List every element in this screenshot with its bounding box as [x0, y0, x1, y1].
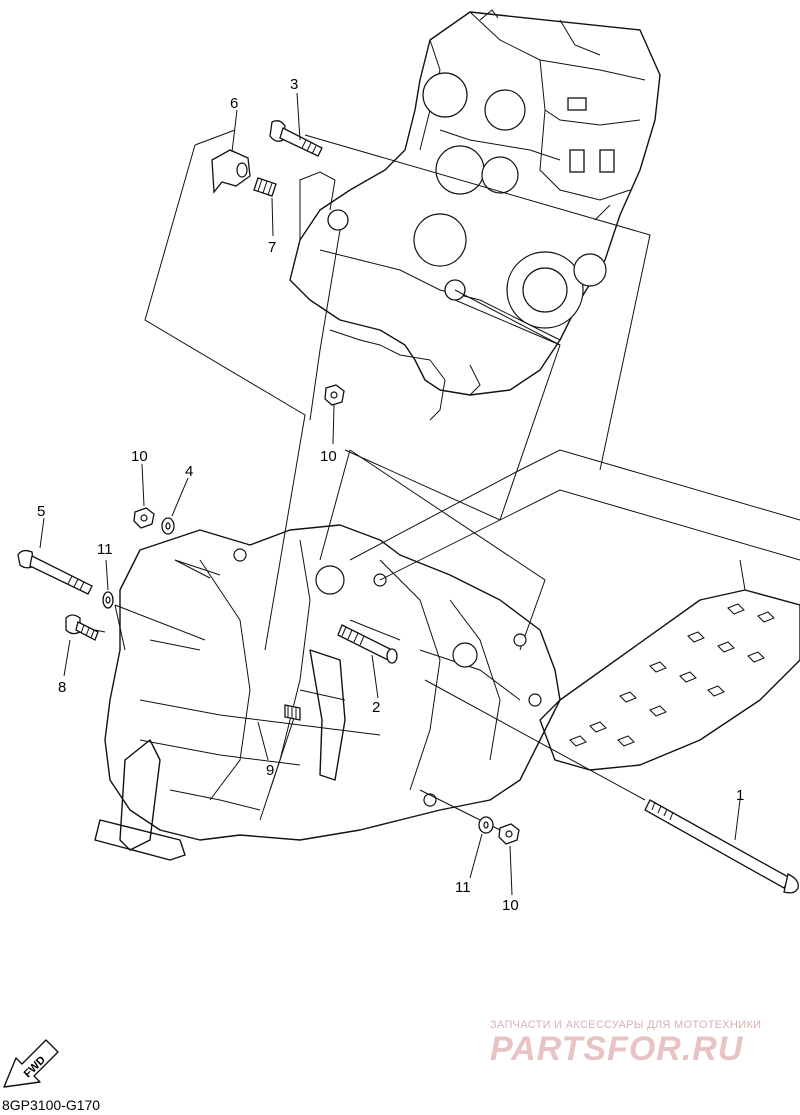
part-3-bolt — [269, 120, 323, 157]
part-4-washer — [161, 517, 175, 535]
part-10-nut-upper — [324, 384, 345, 406]
part-1-long-bolt — [644, 799, 799, 894]
callout-4: 4 — [185, 463, 193, 480]
callout-11-lower: 11 — [455, 879, 471, 896]
callout-3: 3 — [290, 76, 298, 93]
callout-7: 7 — [268, 239, 276, 256]
callout-1: 1 — [736, 787, 744, 804]
part-10-nut-left — [133, 507, 155, 529]
callout-11-left: 11 — [97, 541, 113, 558]
assembly-guide-lines-lower — [94, 559, 646, 831]
engine-assembly — [289, 9, 661, 421]
callout-8: 8 — [58, 679, 66, 696]
part-11-washer-left — [102, 591, 114, 609]
fwd-arrow-icon: FWD — [3, 1039, 59, 1088]
callout-5: 5 — [37, 503, 45, 520]
watermark-logo: PARTSFOR.RU — [490, 1030, 744, 1068]
callout-leader-lines — [39, 92, 741, 896]
callout-10-left: 10 — [131, 448, 148, 465]
part-8-bolt — [65, 614, 99, 641]
part-9-stud — [284, 704, 301, 721]
part-7-collar — [253, 177, 277, 197]
callout-6: 6 — [230, 95, 238, 112]
callout-labels: 1 2 3 4 5 6 7 8 9 10 10 10 11 11 — [37, 76, 744, 914]
part-5-bolt — [17, 549, 93, 595]
part-11-washer-lower — [478, 816, 494, 834]
tunnel-running-board — [349, 449, 800, 771]
callout-9: 9 — [266, 762, 274, 779]
part-6-bracket — [211, 149, 251, 194]
running-board-holes — [569, 603, 775, 747]
watermark-tagline: ЗАПЧАСТИ И АКСЕССУАРЫ ДЛЯ МОТОТЕХНИКИ — [490, 1019, 762, 1031]
callout-2: 2 — [372, 699, 380, 716]
part-10-nut-lower — [498, 823, 520, 845]
frame-chassis — [94, 524, 561, 861]
callout-10-lower: 10 — [502, 897, 519, 914]
assembly-guide-lines-upper — [144, 129, 651, 651]
part-2-stud — [337, 624, 398, 664]
diagram-code: 8GP3100-G170 — [2, 1097, 101, 1113]
callout-10-upper: 10 — [320, 448, 337, 465]
